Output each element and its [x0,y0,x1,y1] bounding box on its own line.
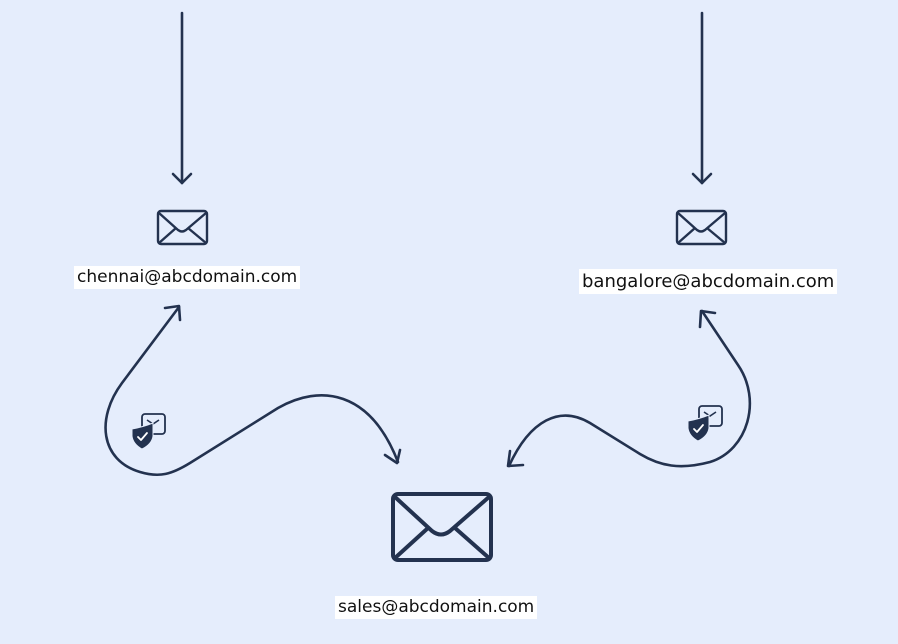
incoming-arrow-bangalore [691,11,713,185]
secure-mail-shield-icon [687,405,723,442]
incoming-arrow-chennai [171,11,193,185]
curve-bangalore-sales [506,309,752,468]
sales-email-label: sales@abcdomain.com [335,596,538,619]
curve-chennai-sales [104,304,402,476]
secure-mail-shield-icon [131,413,166,450]
envelope-icon [391,492,493,562]
chennai-email-label: chennai@abcdomain.com [74,266,301,289]
envelope-icon [156,209,209,246]
envelope-icon [675,209,728,246]
bangalore-email-label: bangalore@abcdomain.com [579,269,838,294]
